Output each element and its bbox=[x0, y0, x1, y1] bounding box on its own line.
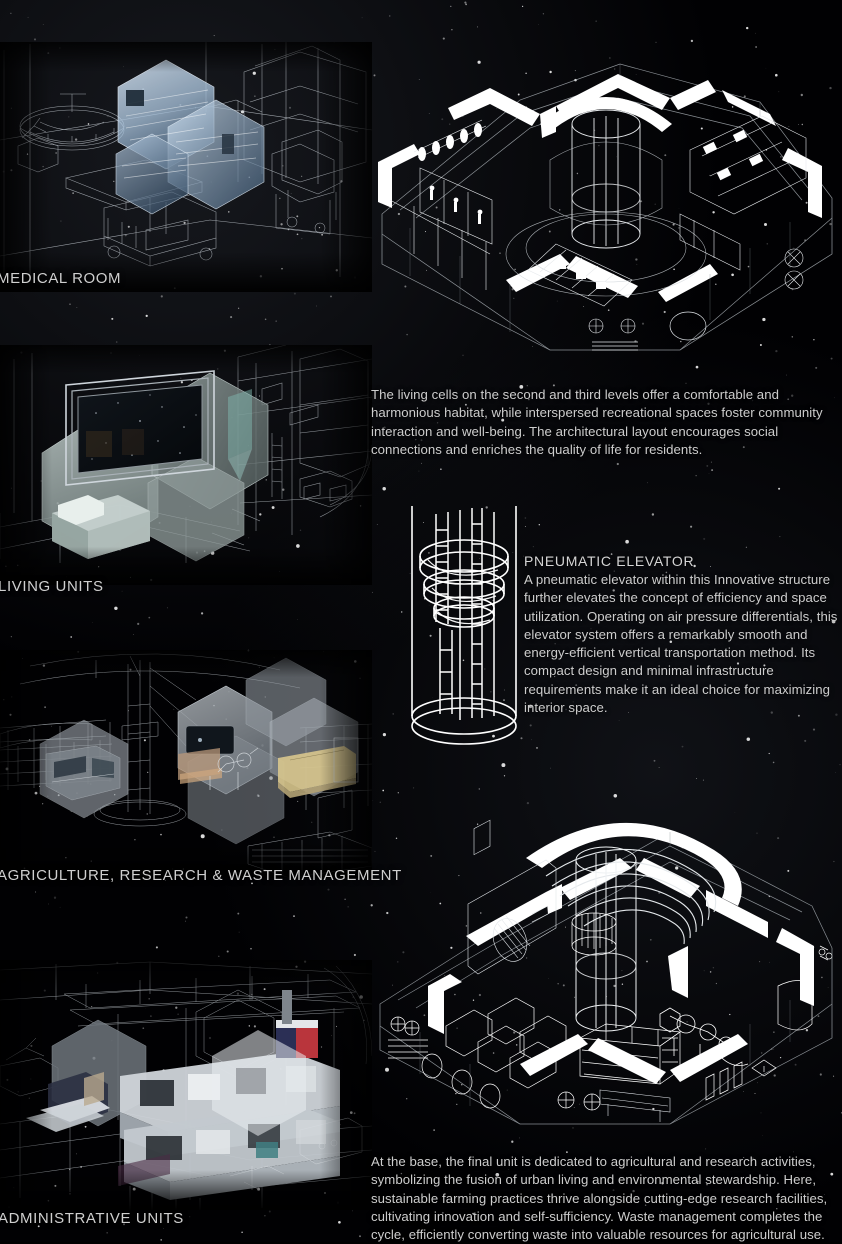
paragraph-pneumatic-elevator: A pneumatic elevator within this Innovat… bbox=[524, 572, 838, 716]
panel-medical-room bbox=[0, 42, 372, 292]
heading-pneumatic-elevator: PNEUMATIC ELEVATOR bbox=[524, 553, 695, 569]
panel-living-units bbox=[0, 345, 372, 585]
label-medical-room: MEDICAL ROOM bbox=[0, 270, 122, 287]
label-administrative-units: ADMINISTRATIVE UNITS bbox=[0, 1210, 184, 1227]
isometric-residential-level bbox=[370, 58, 842, 360]
paragraph-living-units: The living cells on the second and third… bbox=[371, 387, 823, 457]
diagram-pneumatic-elevator bbox=[398, 500, 530, 758]
isometric-base-level bbox=[370, 788, 842, 1132]
panel-agriculture bbox=[0, 650, 372, 878]
paragraph-base-unit: At the base, the final unit is dedicated… bbox=[371, 1154, 828, 1243]
panel-administrative-units bbox=[0, 960, 372, 1210]
label-agriculture: AGRICULTURE, RESEARCH & WASTE MANAGEMENT bbox=[0, 867, 402, 884]
label-living-units: LIVING UNITS bbox=[0, 578, 104, 595]
